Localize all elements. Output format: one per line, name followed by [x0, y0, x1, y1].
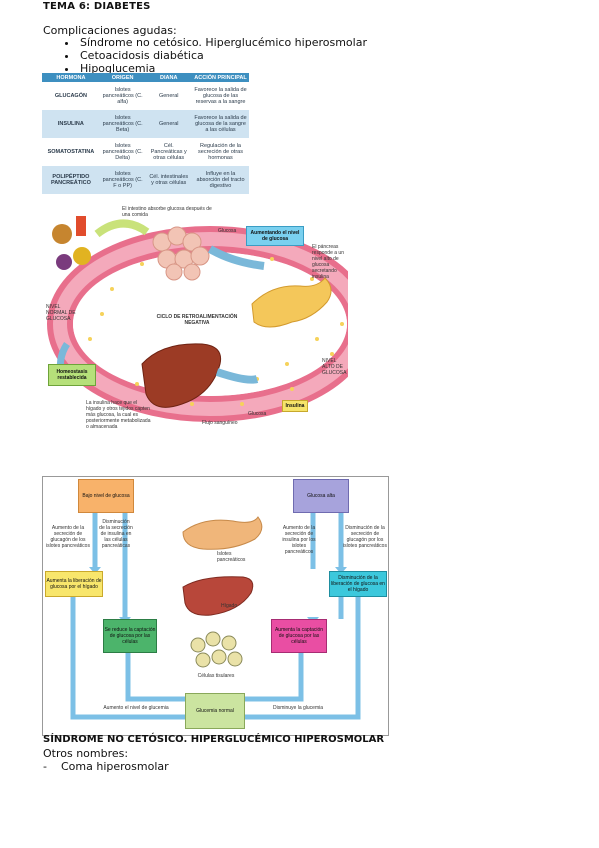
burger-icon [52, 224, 72, 244]
liver-icon [141, 343, 222, 408]
table-cell: Influye en la absorción del tracto diges… [192, 166, 249, 194]
feedback-cycle-illustration [47, 216, 348, 422]
pancreas-icon [251, 277, 332, 328]
table-row: POLIPÉPTIDO PANCREÁTICO Islotes pancreát… [42, 166, 249, 194]
table-cell: Regulación de la secreción de otras horm… [192, 138, 249, 166]
hormone-table: HORMONA ORIGEN DIANA ACCIÓN PRINCIPAL GL… [42, 73, 249, 194]
pancreas-icon [182, 516, 263, 550]
table-header-row: HORMONA ORIGEN DIANA ACCIÓN PRINCIPAL [42, 73, 249, 82]
normal-glucose-box: Glucemia normal [185, 693, 245, 729]
table-cell: General [145, 110, 193, 138]
glucose-label: Glucosa [218, 228, 237, 234]
table-cell: Islotes pancreáticos (C. Beta) [99, 110, 146, 138]
liver-release-box: Aumenta la liberación de glucosa por el … [45, 571, 103, 597]
table-header: ORIGEN [99, 73, 146, 82]
table-header: HORMONA [42, 73, 100, 82]
table-row: GLUCAGÓN Islotes pancreáticos (C. alfa) … [42, 82, 249, 110]
intestine-icon [152, 226, 210, 281]
table-cell: Islotes pancreáticos (C. alfa) [99, 82, 146, 110]
table-cell: Islotes pancreáticos (C. F o PP) [99, 166, 146, 194]
table-cell: Islotes pancreáticos (C. Delta) [99, 138, 146, 166]
low-glucose-box: Bajo nivel de glucosa [78, 479, 134, 513]
list-item: Hipoglucemia [78, 62, 367, 75]
table-cell: Favorece la salida de glucosa de la sang… [192, 110, 249, 138]
table-cell: INSULINA [42, 110, 100, 138]
list-item: Síndrome no cetósico. Hiperglucémico hip… [78, 36, 367, 49]
other-names-item: - Coma hiperosmolar [43, 760, 169, 773]
pancreas-response-label: El páncreas responde a un nivel alto de … [312, 244, 344, 280]
blood-flow-label: Flujo sanguíneo [202, 420, 238, 426]
table-cell: POLIPÉPTIDO PANCREÁTICO [42, 166, 100, 194]
cycle-center-label: CICLO DE RETROALIMENTACIÓN NEGATIVA [156, 314, 238, 326]
intestine-label: El intestino absorbe glucosa después de … [122, 206, 212, 218]
table-row: SOMATOSTATINA Islotes pancreáticos (C. D… [42, 138, 249, 166]
insulin-effect-label: La insulina hace que el hígado y otros t… [86, 400, 151, 430]
list-item-text: Coma hiperosmolar [61, 760, 169, 773]
table-cell: Cél. intestinales y otras células [145, 166, 193, 194]
table-cell: Favorece la salida de glucosa de las res… [192, 82, 249, 110]
increased-uptake-box: Aumenta la captación de glucosa por las … [271, 619, 327, 653]
table-cell: GLUCAGÓN [42, 82, 100, 110]
right-decrease-label: Disminución de la secreción de glucagón … [343, 525, 387, 549]
high-level-label: NIVEL ALTO DE GLUCOSA [322, 358, 347, 376]
table-row: INSULINA Islotes pancreáticos (C. Beta) … [42, 110, 249, 138]
liver-release-decrease-box: Disminución de la liberación de glucosa … [329, 571, 387, 597]
left-decrease-label: Disminución de la secreción de insulina … [99, 519, 133, 549]
right-increase-label: Aumento de la secreción de insulina por … [282, 525, 316, 555]
table-header: ACCIÓN PRINCIPAL [192, 73, 249, 82]
glucose-regulation-figure: Bajo nivel de glucosa Glucosa alta Aumen… [42, 476, 389, 736]
section-heading: SÍNDROME NO CETÓSICO. HIPERGLUCÉMICO HIP… [43, 734, 385, 745]
cells-label: Células tisulares [197, 673, 235, 679]
homeostasis-box: Homeostasis restablecida [48, 364, 96, 386]
raise-glucose-label: Aumento el nivel de glucemia [103, 705, 169, 711]
insulin-box: Insulina [282, 400, 308, 412]
page-title: TEMA 6: DIABETES [43, 1, 151, 12]
islets-label: Islotes pancreáticos [217, 551, 246, 563]
list-dash: - [43, 760, 47, 773]
regulation-arrows [70, 513, 361, 720]
glucose-bottom-label: Glucosa [248, 411, 267, 417]
cells-icon [190, 631, 243, 668]
lower-glucose-label: Disminuye la glucemia [272, 705, 324, 711]
rising-glucose-box: Aumentando el nivel de glucosa [246, 226, 304, 246]
list-item: Cetoacidosis diabética [78, 49, 367, 62]
table-header: DIANA [145, 73, 193, 82]
table-cell: Cél. Pancreáticas y otras células [145, 138, 193, 166]
table-cell: General [145, 82, 193, 110]
reduced-uptake-box: Se reduce la captación de glucosa por la… [103, 619, 157, 653]
feedback-cycle-figure: El intestino absorbe glucosa después de … [42, 204, 348, 436]
liver-icon [182, 576, 254, 616]
normal-level-label: NIVEL NORMAL DE GLUCOSA [46, 304, 76, 322]
other-names-label: Otros nombres: [43, 747, 129, 760]
high-glucose-box: Glucosa alta [293, 479, 349, 513]
complications-list: Síndrome no cetósico. Hiperglucémico hip… [60, 36, 367, 75]
liver-label: Hígado [221, 603, 238, 609]
left-increase-label: Aumento de la secreción de glucagón de l… [46, 525, 90, 549]
section-subtitle: Complicaciones agudas: [43, 24, 177, 37]
table-cell: SOMATOSTATINA [42, 138, 100, 166]
